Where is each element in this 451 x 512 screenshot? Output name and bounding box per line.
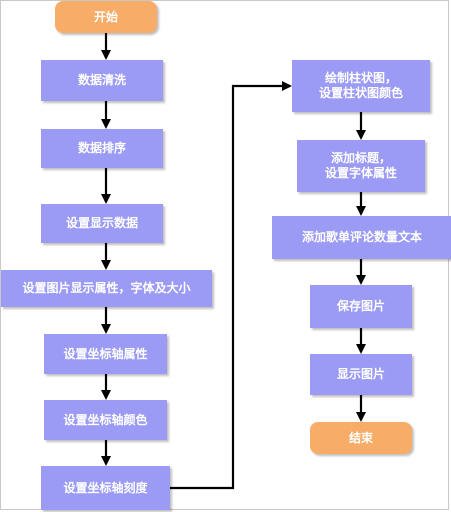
show-image-node: 显示图片 (310, 354, 412, 395)
arrow-axisticks-drawbar (170, 81, 292, 490)
end-node: 结束 (310, 422, 412, 454)
axis-color-node: 设置坐标轴颜色 (44, 400, 167, 440)
add-title-node: 添加标题， 设置字体属性 (297, 140, 425, 192)
data-sort-node: 数据排序 (41, 129, 163, 168)
draw-bar-node: 绘制柱状图， 设置柱状图颜色 (292, 60, 430, 112)
add-text-node: 添加歌单评论数量文本 (272, 216, 451, 259)
image-props-node: 设置图片显示属性，字体及大小 (1, 270, 212, 307)
save-image-node: 保存图片 (310, 285, 412, 328)
axis-ticks-node: 设置坐标轴刻度 (41, 466, 170, 510)
axis-props-node: 设置坐标轴属性 (44, 334, 167, 374)
display-data-node: 设置显示数据 (41, 204, 163, 243)
start-node: 开始 (55, 1, 157, 33)
data-clean-node: 数据清洗 (41, 60, 163, 101)
